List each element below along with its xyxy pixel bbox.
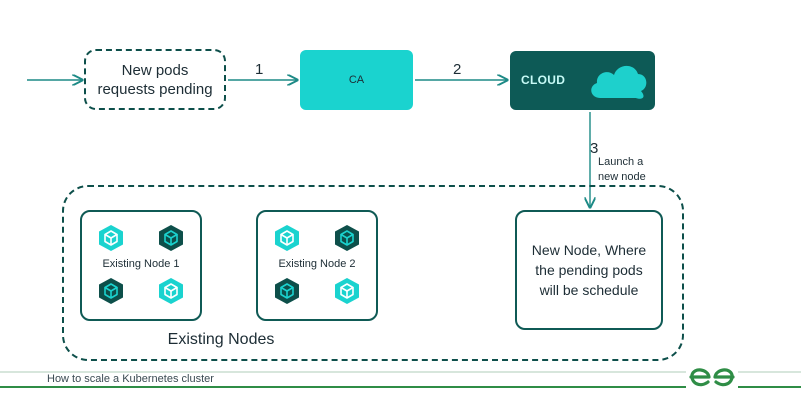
new-node-card: New Node, Where the pending pods will be… bbox=[515, 210, 663, 330]
step-3-label: 3 bbox=[590, 140, 599, 157]
pod-icon bbox=[159, 225, 183, 251]
pod-icon bbox=[99, 278, 123, 304]
pending-line-2: requests pending bbox=[97, 80, 213, 98]
pod-icon bbox=[275, 225, 299, 251]
pod-icon bbox=[335, 278, 359, 304]
cloud-label: CLOUD bbox=[521, 73, 566, 87]
pod-icon bbox=[99, 225, 123, 251]
existing-nodes-cluster bbox=[62, 185, 684, 361]
pod-icon bbox=[275, 278, 299, 304]
footer-caption: How to scale a Kubernetes cluster bbox=[47, 373, 214, 385]
cloud-box: CLOUD bbox=[510, 51, 655, 110]
node-1-title: Existing Node 1 bbox=[102, 258, 180, 270]
node-2-title: Existing Node 2 bbox=[278, 258, 356, 270]
step-1-label: 1 bbox=[255, 61, 264, 78]
launch-line-2: new node bbox=[598, 171, 646, 183]
pod-icon bbox=[159, 278, 183, 304]
existing-node-2-card: Existing Node 2 bbox=[256, 210, 378, 321]
footer-bottom-bar bbox=[0, 386, 801, 388]
pending-pods-box: New pods requests pending bbox=[84, 49, 226, 110]
pod-icon bbox=[335, 225, 359, 251]
footer-divider bbox=[0, 371, 801, 373]
existing-node-1-card: Existing Node 1 bbox=[80, 210, 202, 321]
step-2-label: 2 bbox=[453, 61, 462, 78]
new-node-line-1: New Node, Where bbox=[531, 242, 647, 258]
launch-node-note: Launch a new node bbox=[598, 155, 668, 185]
pending-line-1: New pods bbox=[121, 61, 189, 79]
cloud-icon bbox=[591, 65, 647, 99]
launch-line-1: Launch a bbox=[598, 156, 644, 168]
ca-label: CA bbox=[348, 74, 365, 86]
gfg-logo bbox=[686, 362, 738, 392]
new-node-line-3: will be schedule bbox=[539, 282, 639, 298]
cluster-autoscaler-box: CA bbox=[300, 50, 413, 110]
new-node-line-2: the pending pods bbox=[535, 262, 643, 278]
existing-nodes-caption: Existing Nodes bbox=[167, 331, 275, 348]
